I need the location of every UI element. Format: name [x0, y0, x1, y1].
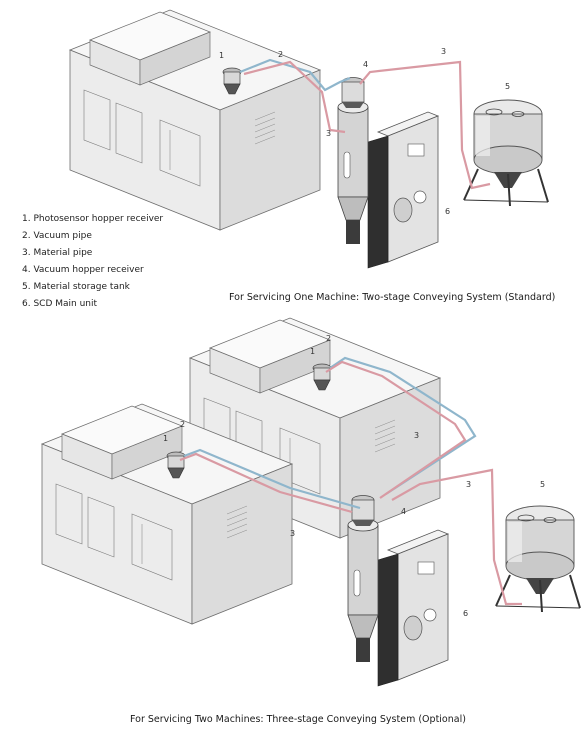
- legend-item: 1. Photosensor hopper receiver: [22, 214, 164, 224]
- material-pipe-tank: [391, 468, 522, 606]
- top-diagram-caption: For Servicing One Machine: Two-stage Con…: [229, 292, 556, 303]
- material-pipe-top-2: [359, 60, 491, 190]
- material-storage-tank-top: [463, 99, 549, 207]
- legend-item: 5. Material storage tank: [22, 282, 130, 292]
- callout-4-bottom: 4: [401, 507, 406, 516]
- scd-main-unit-bottom: [347, 495, 449, 687]
- vacuum-pipe-back: [329, 356, 477, 495]
- callout-4-top: 4: [363, 60, 368, 69]
- vacuum-pipe-top: [239, 58, 351, 92]
- callout-3a-bottom: 3: [414, 431, 419, 440]
- component-legend: 1. Photosensor hopper receiver 2. Vacuum…: [22, 211, 222, 313]
- material-storage-tank-bottom: [495, 505, 581, 613]
- vacuum-pipe-front: [183, 448, 361, 510]
- callout-6-top: 6: [445, 207, 450, 216]
- callout-6-bottom: 6: [463, 609, 468, 618]
- material-pipe-top-1: [243, 60, 346, 134]
- callout-2-back: 2: [326, 334, 331, 343]
- scd-main-unit-top: [337, 77, 439, 269]
- legend-item: 2. Vacuum pipe: [22, 231, 92, 241]
- legend-item: 3. Material pipe: [22, 248, 93, 258]
- callout-3b-top: 3: [326, 129, 331, 138]
- callout-1-back: 1: [310, 347, 315, 356]
- bottom-diagram-caption: For Servicing Two Machines: Three-stage …: [130, 714, 466, 725]
- callout-1-front: 1: [163, 434, 168, 443]
- material-pipe-front: [179, 452, 353, 514]
- callout-3a-top: 3: [441, 47, 446, 56]
- callout-2-top: 2: [278, 50, 283, 59]
- callout-2-front: 2: [180, 420, 185, 429]
- callout-3c-bottom: 3: [290, 529, 295, 538]
- molding-machine-top: [69, 9, 321, 231]
- callout-5-top: 5: [505, 82, 510, 91]
- legend-item: 6. SCD Main unit: [22, 299, 98, 309]
- callout-1-top: 1: [219, 51, 224, 60]
- bottom-diagram: 1 2 1 2 3 3 3 4 5 6: [41, 317, 581, 687]
- callout-3b-bottom: 3: [466, 480, 471, 489]
- legend-item: 4. Vacuum hopper receiver: [22, 265, 144, 275]
- material-pipe-back: [325, 360, 467, 499]
- callout-5-bottom: 5: [540, 480, 545, 489]
- top-diagram: 1 2 3 3 4 5 6: [69, 9, 549, 269]
